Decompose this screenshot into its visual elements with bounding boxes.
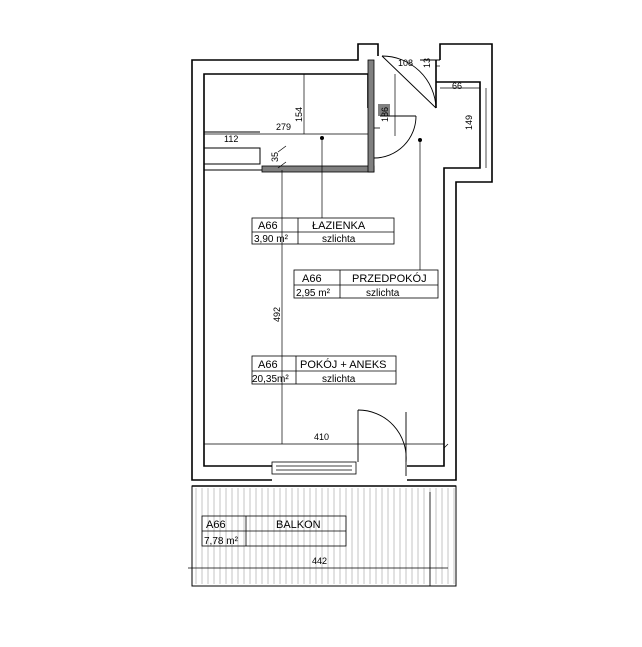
dim-66: 66 <box>452 81 462 91</box>
dim-492: 492 <box>272 307 282 322</box>
balcony <box>188 485 457 587</box>
outer-walls <box>191 43 493 481</box>
bathroom-name: ŁAZIENKA <box>312 220 366 232</box>
wall-niche <box>203 131 262 171</box>
dim-13: 13 <box>422 58 432 68</box>
hallway-area: 2,95 m² <box>296 288 331 299</box>
dimension-dots <box>320 136 422 142</box>
room-label-balcony <box>201 515 347 547</box>
dim-154: 154 <box>294 107 304 122</box>
balcony-name: BALKON <box>276 519 321 531</box>
bathroom-wall <box>261 59 390 173</box>
living-finish: szlichta <box>322 374 356 385</box>
living-code: A66 <box>258 359 278 371</box>
outer-wall-outline <box>191 43 379 481</box>
dim-410: 410 <box>314 432 329 442</box>
dim-186: 186 <box>380 107 390 122</box>
inner-wall-outline-right <box>407 81 481 467</box>
dim-112: 112 <box>224 134 238 144</box>
dim-149: 149 <box>464 115 474 130</box>
hallway-name: PRZEDPOKÓJ <box>352 272 427 285</box>
room-label-bathroom <box>251 217 395 245</box>
dim-279: 279 <box>276 122 291 132</box>
balcony-code: A66 <box>206 519 226 531</box>
dimension-labels: 108 13 66 149 186 154 279 112 35 492 410… <box>224 58 474 566</box>
room-label-living <box>251 355 397 385</box>
bathroom-area: 3,90 m² <box>254 234 289 245</box>
hallway-code: A66 <box>302 273 322 285</box>
outer-wall-outline-right <box>407 43 493 481</box>
dimension-lines <box>203 65 487 449</box>
dim-35: 35 <box>270 152 280 162</box>
living-name: POKÓJ + ANEKS <box>300 358 387 371</box>
bathroom-finish: szlichta <box>322 234 356 245</box>
dim-108: 108 <box>398 58 413 68</box>
dim-442: 442 <box>312 556 327 566</box>
balcony-area: 7,78 m² <box>204 536 239 547</box>
bathroom-code: A66 <box>258 220 278 232</box>
room-label-hallway <box>293 269 439 299</box>
living-area: 20,35m² <box>252 374 289 385</box>
balcony-threshold <box>271 461 357 475</box>
hallway-finish: szlichta <box>366 288 400 299</box>
